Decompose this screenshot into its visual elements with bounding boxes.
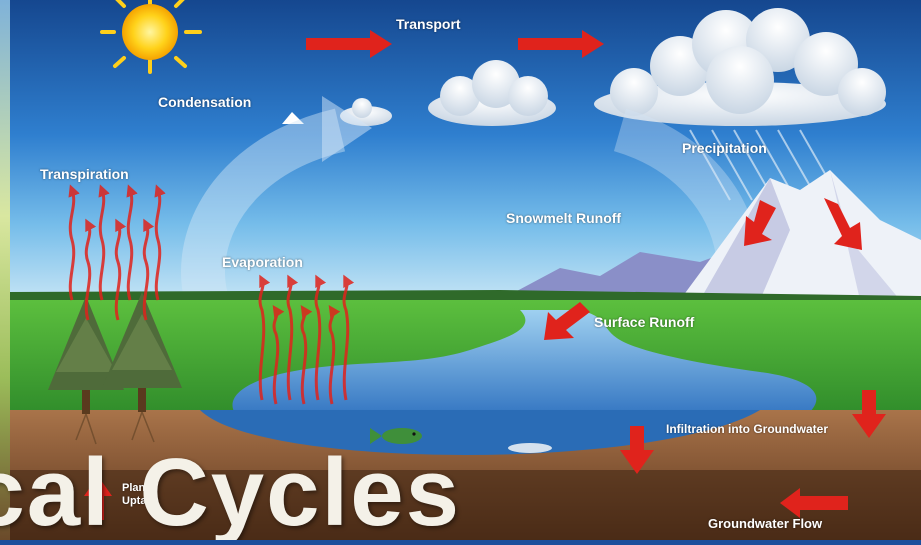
infiltration-arrows	[84, 390, 886, 520]
label-transport: Transport	[396, 16, 461, 32]
evaporation-arrows	[258, 274, 355, 405]
label-infiltration: Infiltration into Groundwater	[666, 422, 828, 436]
transport-arrows	[306, 30, 604, 58]
sun-icon	[100, 0, 202, 74]
groundwater-layer	[0, 470, 921, 540]
slide-title: nical Cycles	[0, 446, 461, 540]
groundwater-flow-arrow	[780, 488, 848, 518]
label-snowmelt-runoff: Snowmelt Runoff	[506, 210, 622, 226]
label-evaporation: Evaporation	[222, 254, 303, 270]
label-surface-runoff: Surface Runoff	[594, 314, 695, 330]
title-overlay: nical Cycles	[0, 446, 921, 540]
label-groundwater-flow: Groundwater Flow	[708, 516, 823, 531]
fish-icon	[370, 428, 422, 444]
label-plant-uptake: Plant Uptake	[122, 482, 159, 507]
transpiration-arrows	[68, 184, 166, 321]
label-precipitation: Precipitation	[682, 140, 767, 156]
slide-edge-strip	[0, 0, 10, 540]
precipitation-rain	[689, 129, 841, 201]
cloud-icon	[282, 8, 886, 126]
river	[232, 310, 817, 420]
lake-basin	[200, 410, 760, 455]
snowmelt-arrows	[744, 198, 862, 250]
label-condensation: Condensation	[158, 94, 252, 110]
surface-runoff-arrow	[544, 302, 590, 340]
rock	[508, 443, 552, 453]
tree-icon	[48, 292, 182, 445]
label-transpiration: Transpiration	[40, 166, 129, 182]
